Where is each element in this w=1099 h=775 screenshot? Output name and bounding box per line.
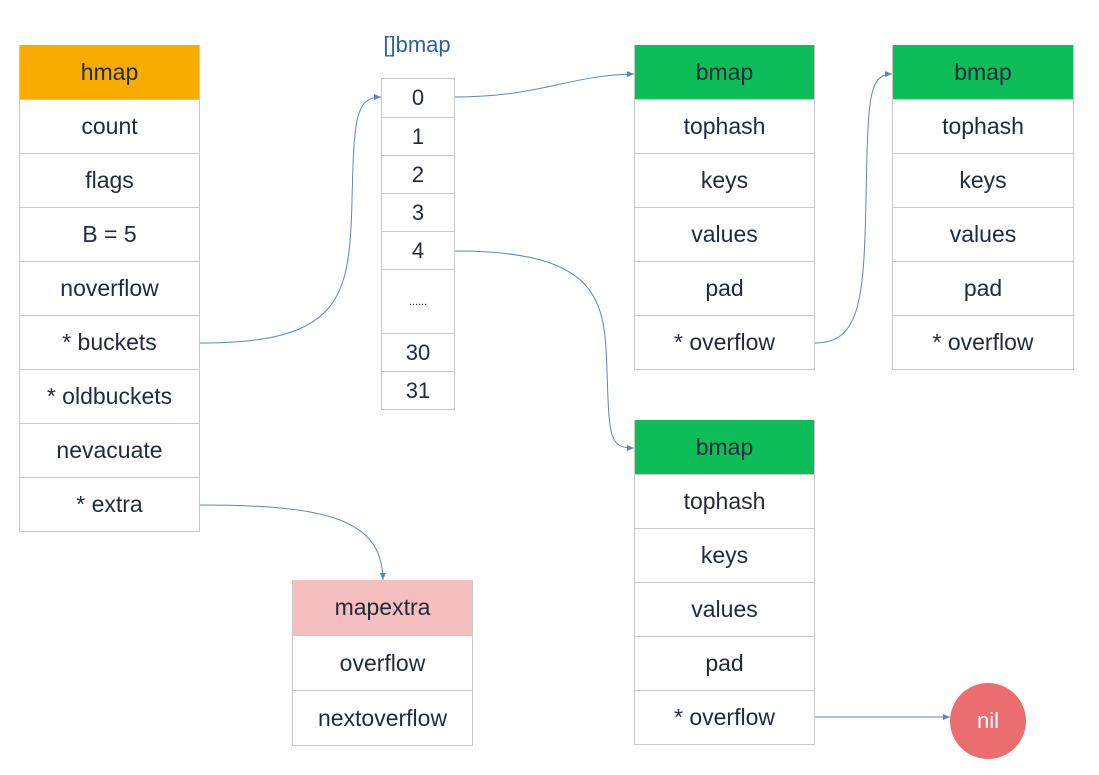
bmap-field-values: values — [893, 207, 1073, 261]
bmap-field-pad: pad — [893, 261, 1073, 315]
bmap-field-overflow: * overflow — [893, 315, 1073, 369]
bmap-field-pad: pad — [635, 636, 814, 690]
bmap-field-tophash: tophash — [635, 99, 814, 153]
bmap-header: bmap — [893, 45, 1073, 99]
bmap-bucket-0: bmap tophash keys values pad * overflow — [634, 45, 815, 370]
nil-node: nil — [950, 683, 1026, 759]
arrow-buckets-to-array — [199, 94, 382, 344]
bmap-overflow-bucket: bmap tophash keys values pad * overflow — [892, 45, 1074, 370]
hmap-field-extra: * extra — [20, 477, 199, 531]
hmap-field-nevacuate: nevacuate — [20, 423, 199, 477]
mapextra-field-overflow: overflow — [293, 635, 472, 690]
bmap-header: bmap — [635, 420, 814, 474]
hmap-field-count: count — [20, 99, 199, 153]
arrow-overflow-to-bmap — [814, 71, 893, 344]
bucket-index-0: 0 — [382, 79, 454, 117]
bmap-field-tophash: tophash — [635, 474, 814, 528]
bmap-field-pad: pad — [635, 261, 814, 315]
bmap-field-values: values — [635, 582, 814, 636]
bucket-array-title: []bmap — [383, 32, 451, 57]
arrow-index4-to-bmap — [454, 250, 635, 451]
bmap-field-overflow: * overflow — [635, 690, 814, 744]
hmap-field-flags: flags — [20, 153, 199, 207]
mapextra-field-nextoverflow: nextoverflow — [293, 690, 472, 745]
bucket-index-4: 4 — [382, 231, 454, 269]
bucket-index-2: 2 — [382, 155, 454, 193]
bucket-index-3: 3 — [382, 193, 454, 231]
hmap-field-noverflow: noverflow — [20, 261, 199, 315]
mapextra-header: mapextra — [293, 580, 472, 635]
bmap-field-values: values — [635, 207, 814, 261]
bmap-field-keys: keys — [635, 153, 814, 207]
bucket-index-ellipsis: ...... — [382, 269, 454, 333]
bmap-field-overflow: * overflow — [635, 315, 814, 369]
hmap-field-b: B = 5 — [20, 207, 199, 261]
bucket-index-1: 1 — [382, 117, 454, 155]
bmap-field-tophash: tophash — [893, 99, 1073, 153]
arrow-index0-to-bmap — [454, 71, 635, 98]
hmap-field-oldbuckets: * oldbuckets — [20, 369, 199, 423]
bmap-bucket-4: bmap tophash keys values pad * overflow — [634, 420, 815, 745]
hmap-struct: hmap count flags B = 5 noverflow * bucke… — [19, 45, 200, 532]
arrow-extra-to-mapextra — [199, 504, 386, 581]
bmap-header: bmap — [635, 45, 814, 99]
bucket-index-30: 30 — [382, 333, 454, 371]
bmap-field-keys: keys — [893, 153, 1073, 207]
bucket-array: 0 1 2 3 4 ...... 30 31 — [381, 78, 455, 410]
bucket-index-31: 31 — [382, 371, 454, 409]
hmap-header: hmap — [20, 45, 199, 99]
hmap-field-buckets: * buckets — [20, 315, 199, 369]
mapextra-struct: mapextra overflow nextoverflow — [292, 580, 473, 746]
bmap-field-keys: keys — [635, 528, 814, 582]
